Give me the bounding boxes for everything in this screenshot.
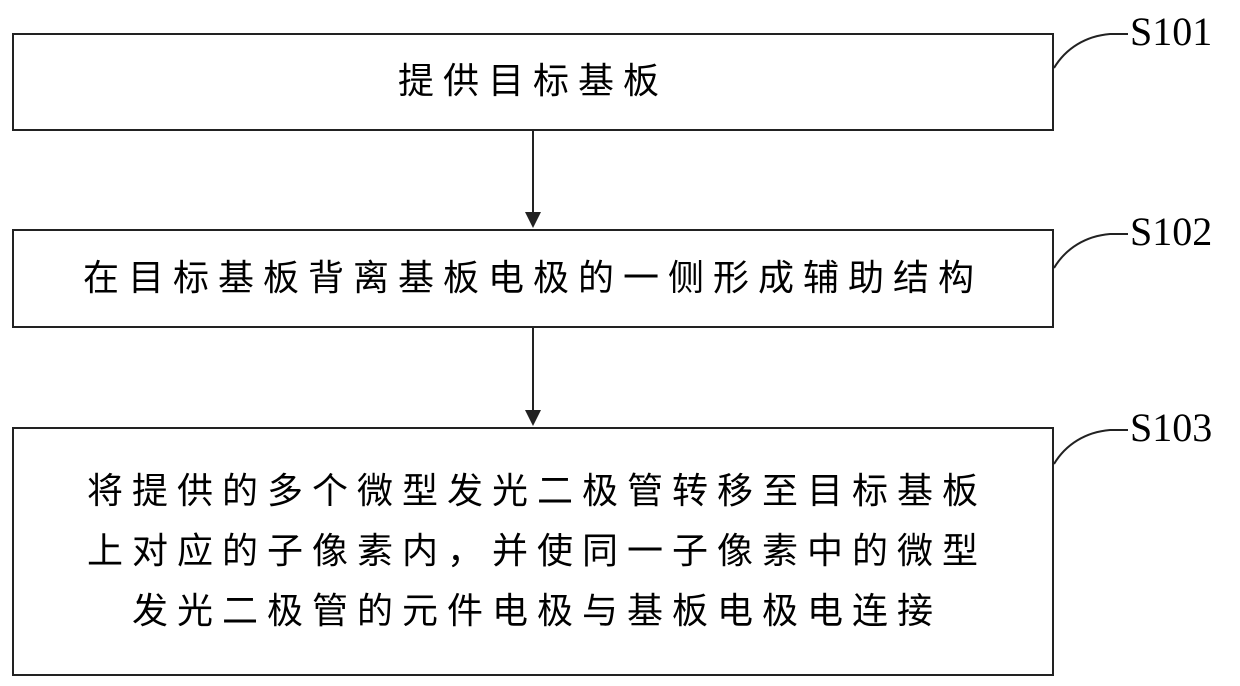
step-text-s103: 将提供的多个微型发光二极管转移至目标基板 上对应的子像素内，并使同一子像素中的微… bbox=[46, 462, 1028, 642]
leader-s102 bbox=[1054, 234, 1128, 268]
step-label-s103: S103 bbox=[1130, 408, 1212, 448]
step-text-s103-line-2: 上对应的子像素内，并使同一子像素中的微型 bbox=[46, 522, 1028, 582]
step-label-s102: S102 bbox=[1130, 212, 1212, 252]
step-box-s102: 在目标基板背离基板电极的一侧形成辅助结构 bbox=[12, 229, 1054, 328]
step-text-s103-line-3: 发光二极管的元件电极与基板电极电连接 bbox=[46, 582, 1028, 642]
leader-s101 bbox=[1054, 34, 1128, 68]
step-box-s101: 提供目标基板 bbox=[12, 33, 1054, 131]
step-text-s103-line-1: 将提供的多个微型发光二极管转移至目标基板 bbox=[46, 462, 1028, 522]
step-box-s103: 将提供的多个微型发光二极管转移至目标基板 上对应的子像素内，并使同一子像素中的微… bbox=[12, 427, 1054, 676]
leader-s103 bbox=[1054, 430, 1128, 464]
arrowhead-s102 bbox=[525, 212, 541, 228]
step-text-s102: 在目标基板背离基板电极的一侧形成辅助结构 bbox=[83, 249, 983, 309]
step-label-s101: S101 bbox=[1130, 12, 1212, 52]
arrowhead-s103 bbox=[525, 410, 541, 426]
step-text-s101: 提供目标基板 bbox=[398, 52, 668, 112]
